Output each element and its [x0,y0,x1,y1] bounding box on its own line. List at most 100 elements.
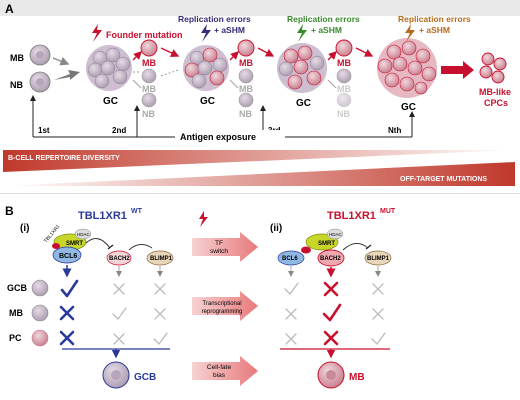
gc2-to-nb-arrow [229,79,239,89]
ashm-label-2: + aSHM [311,25,342,35]
hdac-label-mut: HDAC [329,232,343,237]
gc-label-2: GC [200,96,215,107]
blimp1-node-mut [364,250,392,266]
check-icon [153,332,168,345]
cross-icon [372,283,384,295]
cross-icon [323,281,339,297]
nb-label-stage3: NB [337,109,350,119]
antigen-exposure-label: Antigen exposure [180,132,256,142]
mut-matrix [284,281,386,346]
cell-fate-label-1: Cell-fate [207,364,232,371]
tf-switch-label-1: TF [215,240,223,247]
cross-icon [323,330,339,346]
exposure-nth: Nth [388,126,401,135]
wt-repress-bach2 [85,238,111,249]
grey-mb-cell-stage2 [238,68,254,84]
tf-switch-label-2: switch [210,248,228,255]
gcb-outcome-cell [102,361,130,389]
mb-label-stage3: MB [337,58,351,68]
cross-icon [285,308,297,320]
nb-cell-stage3 [336,92,352,108]
row-label-pc: PC [9,333,22,343]
founder-mutation-label: Founder mutation [106,30,183,40]
bach2-label-mut: BACH2 [320,256,341,262]
gc1-to-mb-arrow [132,51,142,61]
reprogramming-label-1: Transcriptional [202,301,241,307]
mb2-to-gc3-arrow [257,47,275,57]
mb-cell-stage2 [237,39,255,57]
smrt-label-mut: SMRT [318,241,335,247]
tbl-wt-sup: WT [131,208,143,215]
mb-outcome-cell [317,361,345,389]
panel-a-header-bar [0,0,520,16]
gc2-to-mb-arrow [229,51,239,61]
grey-mb-cell-stage3 [336,68,352,84]
gc1-to-nb-arrow [132,79,142,89]
check-icon [371,332,386,345]
wt-corepressor-complex [52,228,92,264]
check-icon [60,279,79,298]
mb-like-cpc-cells [479,52,507,84]
grey-mb-label-stage3: MB [337,84,351,94]
mut-index: (ii) [270,223,282,234]
blimp1-label-mut: BLIMP1 [367,256,390,262]
mut-repress-bar [365,244,372,250]
bcl6-label-mut: BCL6 [282,256,298,262]
tbl-wt-name: TBL1XR1 [78,210,127,222]
gc-cluster-2 [183,45,229,91]
mb-label-stage1: MB [142,58,156,68]
row-label-gcb: GCB [7,283,28,293]
nb-cell-stage2 [238,92,254,108]
panel-a-label: A [5,2,14,16]
replication-errors-label-1: Replication errors [178,14,251,24]
cross-icon [154,308,166,320]
panel-b-label: B [5,204,14,218]
mb1-to-gc2-arrow [160,47,180,57]
reprogramming-label-2: reprogramming [202,309,243,315]
diversity-label: B-CELL REPERTOIRE DIVERSITY [8,155,120,162]
mb-row-cell [31,304,49,322]
mb-input-label: MB [10,53,24,63]
bach2-label-wt: BACH2 [109,256,130,262]
gc3-to-mb-arrow [327,51,337,61]
gcb-outcome-label: GCB [134,372,156,383]
wt-repress-blimp1 [128,244,153,251]
mb-to-gc-arrow [52,57,70,66]
gc-cluster-4 [377,38,437,98]
cross-icon [113,283,125,295]
check-icon [112,307,127,320]
reprogramming-arrow [192,291,258,321]
mb-outcome-label: MB [349,372,365,383]
nb-to-gc-arrow [54,70,80,80]
lightning-icon [405,24,415,42]
bcl6-node-mut [277,250,305,266]
mb3-to-gc4-arrow [355,47,374,57]
cpcs-label: CPCs [484,98,508,108]
cross-icon [154,283,166,295]
gc4-to-cpc-arrow [441,61,474,79]
hdac-label-wt: HDAC [77,232,91,237]
replication-errors-label-3: Replication errors [398,14,471,24]
cross-icon [59,330,75,346]
gcb-row-cell [31,279,49,297]
gc-label-4: GC [401,102,416,113]
bach2-node-mut [317,249,345,267]
lightning-icon [297,24,307,42]
check-icon [284,282,299,295]
exposure-1st: 1st [38,126,50,135]
gc-cluster-3 [277,43,327,93]
wt-repress-bar [107,244,114,250]
tbl-mut-sup: MUT [380,208,396,215]
nb-input-label: NB [10,80,23,90]
cross-icon [113,333,125,345]
replication-errors-label-2: Replication errors [287,14,360,24]
cross-icon [59,305,75,321]
cell-fate-arrow [192,356,258,386]
grey1-to-gc2-arrow [160,69,179,77]
off-target-label: OFF-TARGET MUTATIONS [400,176,487,183]
ashm-label-3: + aSHM [419,25,450,35]
lightning-icon [199,211,208,227]
gc-label-1: GC [103,96,118,107]
exposure-2nd: 2nd [112,126,126,135]
